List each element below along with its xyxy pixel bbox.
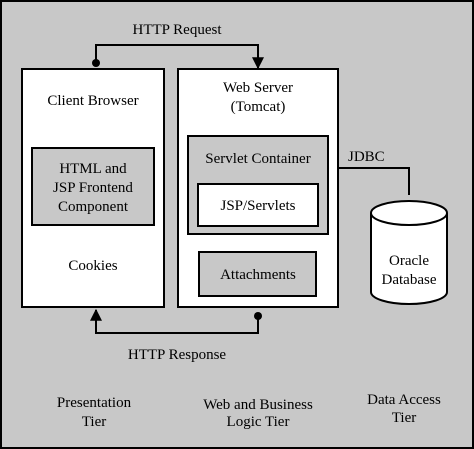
attachments-label: Attachments xyxy=(220,267,296,283)
database-label-line-1: Oracle xyxy=(389,253,429,269)
web-server-title-line-2: (Tomcat) xyxy=(231,99,286,115)
http-request-connector xyxy=(95,44,264,70)
servlet-container-label: Servlet Container xyxy=(205,151,310,167)
jsp-servlets-label: JSP/Servlets xyxy=(220,198,295,214)
database-cylinder-icon xyxy=(370,200,448,305)
web-server-title-line-1: Web Server xyxy=(223,80,293,96)
frontend-component-line-2: JSP Frontend xyxy=(53,180,133,196)
http-response-origin-dot xyxy=(254,312,262,320)
frontend-component-box xyxy=(31,147,155,226)
client-browser-title: Client Browser xyxy=(47,93,138,109)
attachments-box xyxy=(198,251,317,297)
cookies-label: Cookies xyxy=(68,258,117,274)
web-logic-tier-line-1: Web and Business xyxy=(203,397,313,413)
frontend-component-line-1: HTML and xyxy=(59,161,127,177)
data-access-tier-line-2: Tier xyxy=(392,410,416,426)
presentation-tier-line-1: Presentation xyxy=(57,395,132,411)
frontend-component-line-3: Component xyxy=(58,199,129,215)
jdbc-connector xyxy=(338,167,410,195)
http-response-connector xyxy=(90,308,259,334)
database-label-line-2: Database xyxy=(382,272,437,288)
data-access-tier-line-1: Data Access xyxy=(367,392,441,408)
http-request-label: HTTP Request xyxy=(132,22,222,38)
http-response-label: HTTP Response xyxy=(128,347,227,363)
jdbc-label: JDBC xyxy=(348,149,385,165)
web-logic-tier-line-2: Logic Tier xyxy=(227,414,290,430)
jsp-servlets-box xyxy=(197,183,319,227)
presentation-tier-line-2: Tier xyxy=(82,414,106,430)
http-request-origin-dot xyxy=(92,59,100,67)
